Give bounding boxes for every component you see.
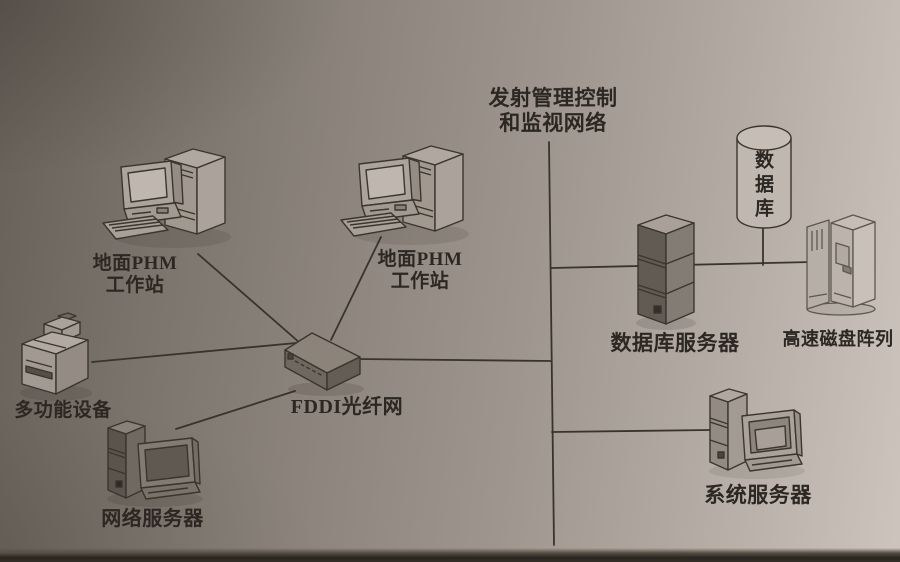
diagram-title: 发射管理控制 和监视网络 (455, 86, 651, 136)
diagram-title-line1: 发射管理控制 (488, 86, 618, 110)
label-database-server-text: 数据库服务器 (610, 331, 740, 355)
desktop-workstation-icon (102, 148, 231, 248)
label-database: 数据库 (752, 150, 773, 222)
network-hub-icon (284, 332, 364, 396)
label-fddi-hub-text: FDDI光纤网 (290, 396, 404, 418)
node-workstation2 (333, 143, 473, 248)
label-printer: 多功能设备 (12, 400, 114, 422)
label-disk-array: 高速磁盘阵列 (781, 329, 895, 350)
connector-hub-to-trunk (355, 358, 552, 362)
node-disk-array (803, 209, 879, 317)
label-printer-text: 多功能设备 (14, 400, 112, 421)
label-workstation2-line1: 地面PHM (377, 249, 463, 270)
label-workstation2-line2: 工作站 (390, 271, 450, 293)
desktop-workstation-icon (340, 145, 469, 245)
label-system-server-text: 系统服务器 (704, 483, 812, 507)
label-workstation1: 地面PHM 工作站 (75, 253, 195, 298)
node-database (733, 122, 795, 232)
label-disk-array-text: 高速磁盘阵列 (782, 329, 894, 349)
server-tower-icon (636, 214, 696, 330)
label-network-server: 网络服务器 (100, 508, 205, 532)
node-system-server (702, 384, 807, 480)
diagram-title-line2: 和监视网络 (499, 110, 607, 135)
node-fddi-hub (278, 326, 373, 398)
label-workstation1-line2: 工作站 (105, 275, 165, 297)
label-network-server-text: 网络服务器 (101, 508, 204, 530)
multifunction-printer-icon (20, 312, 92, 401)
label-system-server: 系统服务器 (696, 483, 820, 508)
label-database-server: 数据库服务器 (604, 331, 746, 356)
tower-with-monitor-icon (107, 420, 203, 507)
connector-backbone-trunk (548, 141, 555, 546)
node-workstation1 (95, 146, 235, 251)
label-workstation2: 地面PHM 工作站 (360, 249, 480, 294)
connector-printer-to-hub (91, 342, 297, 363)
label-workstation1-line1: 地面PHM (92, 253, 178, 274)
database-cylinder-icon (736, 125, 792, 229)
tower-with-monitor-icon (709, 388, 805, 479)
node-network-server (100, 416, 205, 508)
connector-trunk-to-system-server (551, 429, 711, 433)
disk-array-icon (806, 214, 876, 316)
photo-bottom-edge (0, 548, 900, 562)
node-database-server (633, 210, 699, 332)
node-printer (14, 310, 96, 402)
label-fddi-hub: FDDI光纤网 (287, 396, 407, 420)
